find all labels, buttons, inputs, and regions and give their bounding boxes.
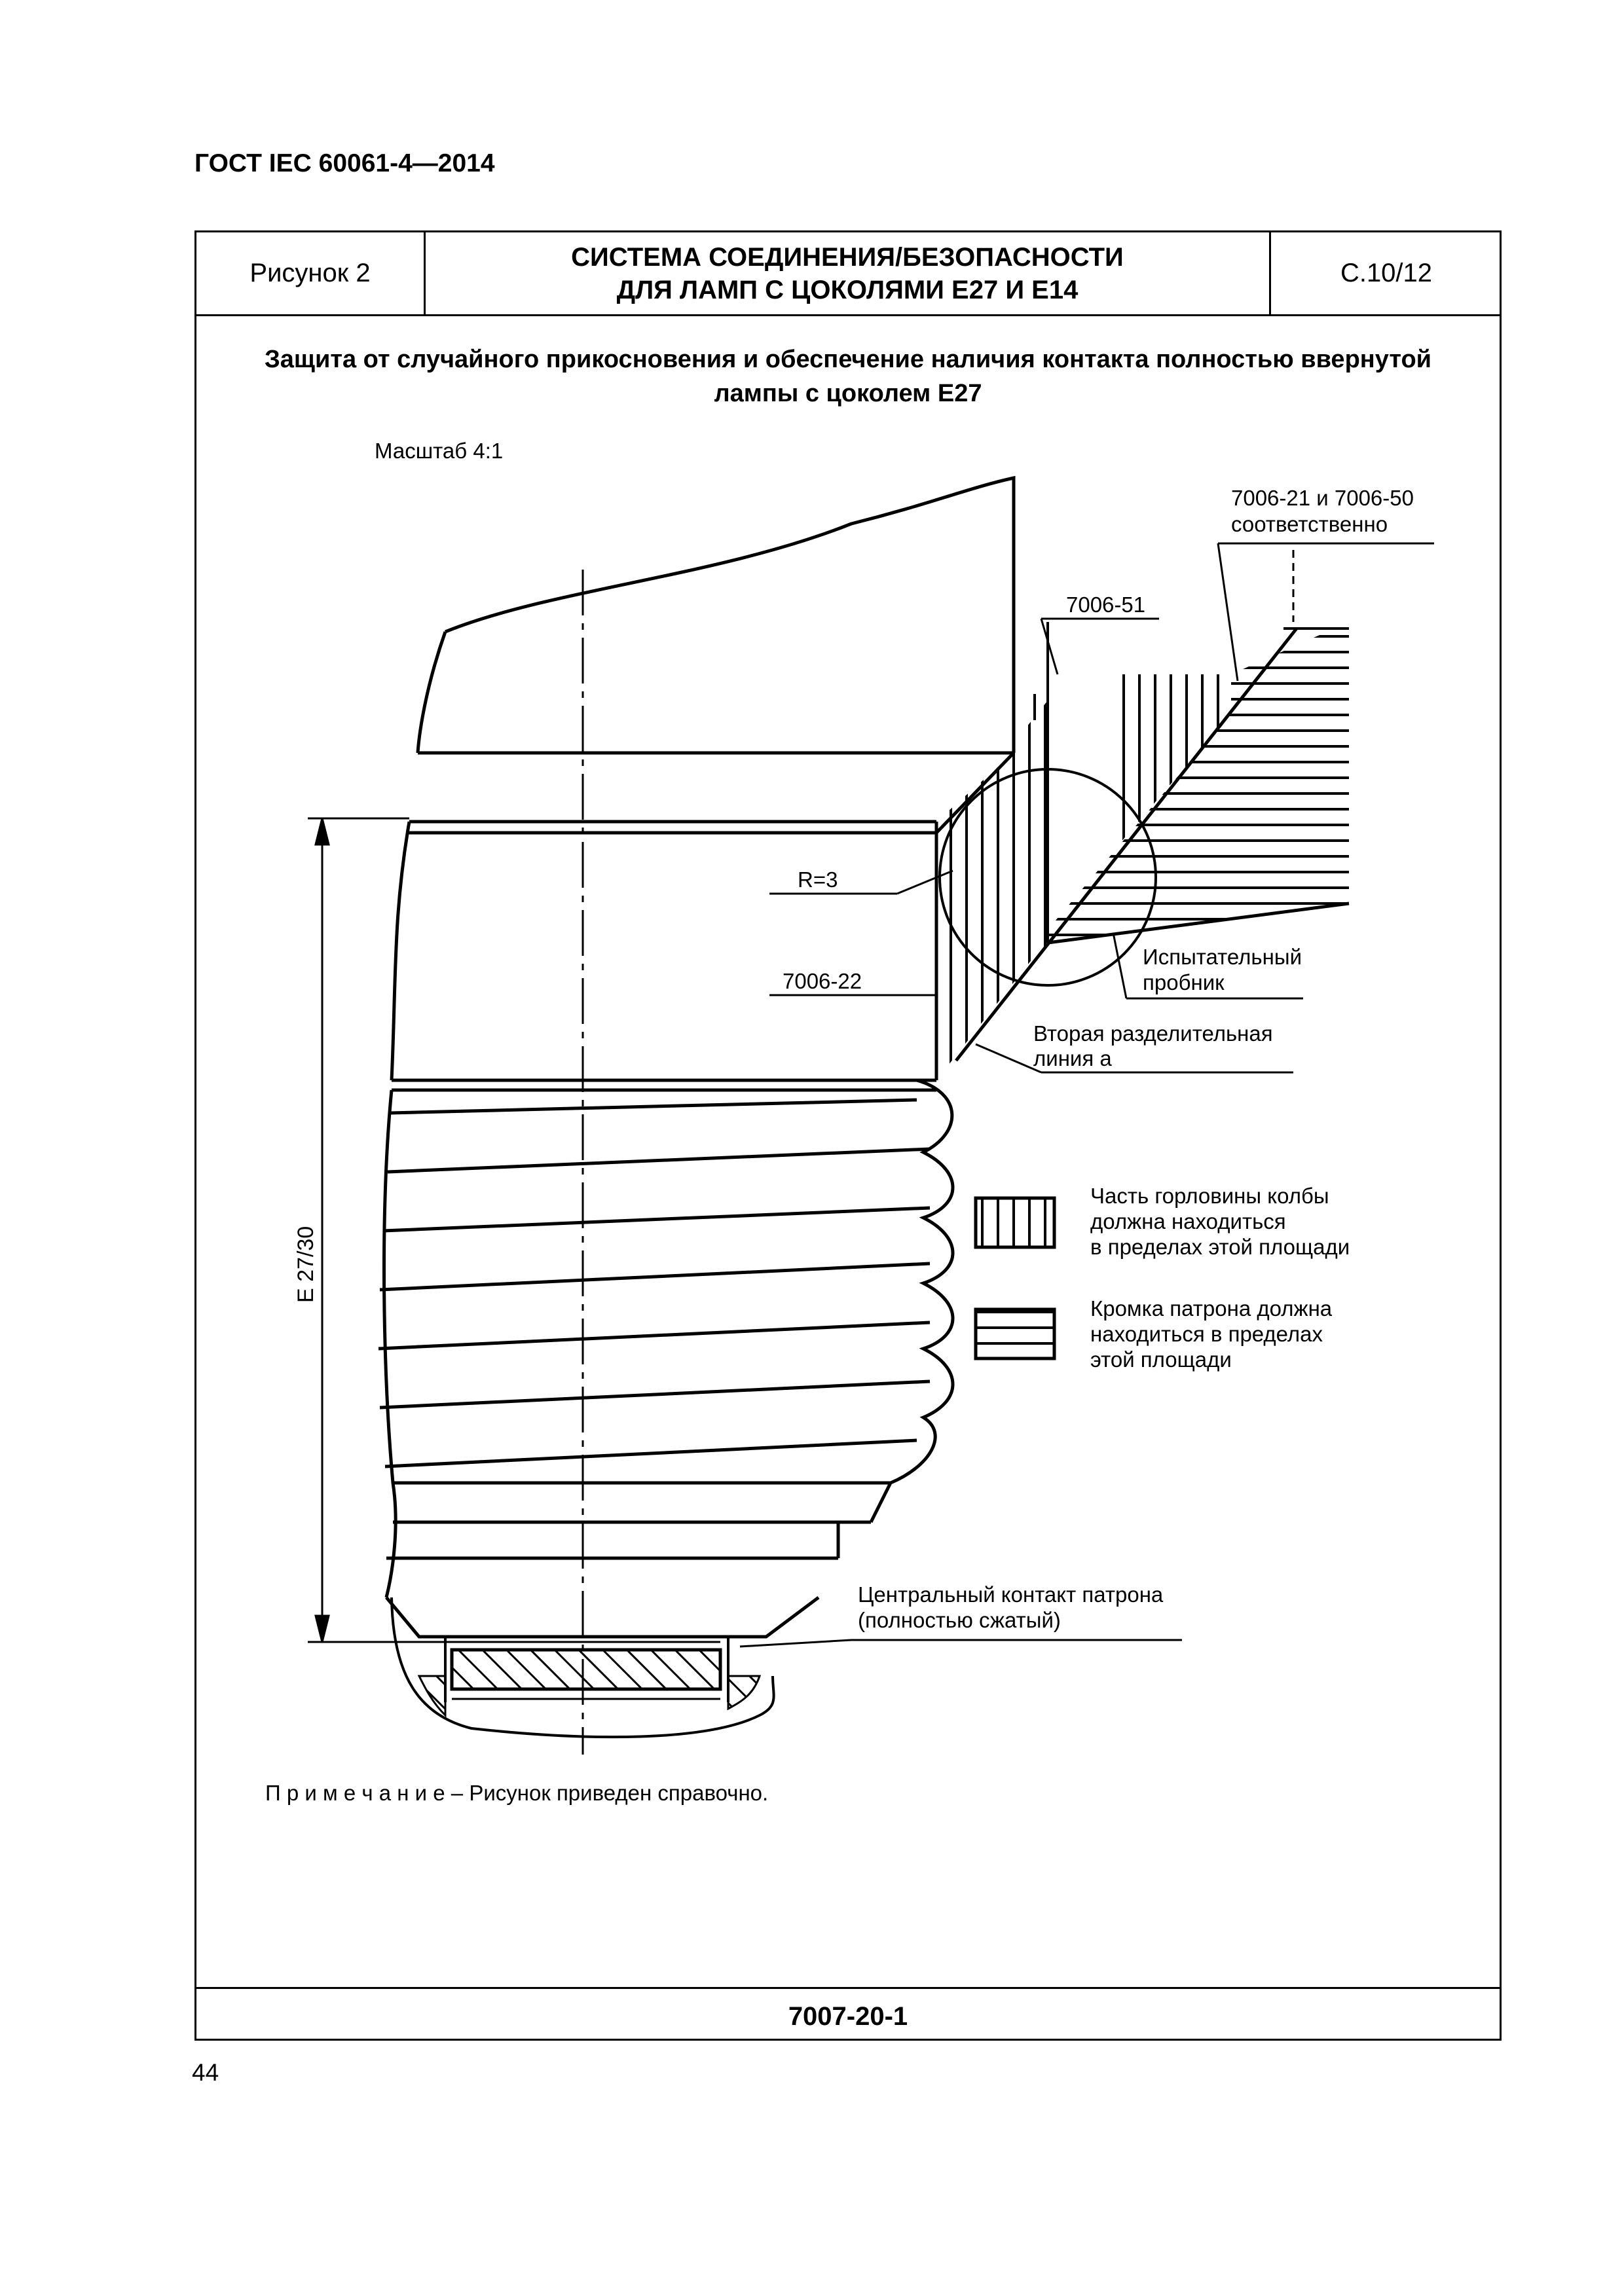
note-text: – Рисунок приведен справочно. bbox=[445, 1781, 769, 1805]
legend-vertical-text: Часть горловины колбы bbox=[1090, 1184, 1329, 1208]
legend-vertical-text: должна находиться bbox=[1090, 1209, 1286, 1233]
radius-arc bbox=[940, 769, 1156, 985]
dimension-label: E 27/30 bbox=[293, 1226, 318, 1303]
callout-central-contact: Центральный контакт патрона bbox=[858, 1582, 1164, 1607]
bulb-neck-zone bbox=[936, 622, 1049, 1080]
leader-lines bbox=[739, 542, 1434, 1648]
note: П р и м е ч а н и е – Рисунок приведен с… bbox=[265, 1781, 768, 1805]
footer-separator bbox=[196, 1987, 1500, 1989]
figure-label: Рисунок 2 bbox=[249, 259, 371, 287]
page-number: 44 bbox=[192, 2059, 219, 2086]
callout-separation-line: Вторая разделительная bbox=[1033, 1021, 1273, 1046]
callout-radius: R=3 bbox=[798, 867, 838, 892]
lamp-outline bbox=[390, 475, 1016, 1092]
callout-separation-line: линия a bbox=[1033, 1046, 1112, 1070]
figure-title-line: СИСТЕМА СОЕДИНЕНИЯ/БЕЗОПАСНОСТИ bbox=[571, 242, 1124, 272]
legend-horizontal-text: находиться в пределах bbox=[1090, 1322, 1323, 1346]
document-header: ГОСТ IEC 60061-4—2014 bbox=[194, 149, 495, 177]
figure-title-line: ДЛЯ ЛАМП С ЦОКОЛЯМИ E27 И E14 bbox=[616, 275, 1079, 304]
legend-horizontal-text: Кромка патрона должна bbox=[1090, 1296, 1333, 1321]
callout-7006-51: 7006-51 bbox=[1066, 592, 1145, 617]
subtitle-line: лампы с цоколем E27 bbox=[714, 380, 982, 407]
title-divider bbox=[424, 232, 426, 314]
title-divider bbox=[1269, 232, 1271, 314]
figure-title: СИСТЕМА СОЕДИНЕНИЯ/БЕЗОПАСНОСТИ ДЛЯ ЛАМП… bbox=[426, 232, 1269, 314]
dimension-e27 bbox=[308, 817, 452, 1643]
note-prefix: П р и м е ч а н и е bbox=[265, 1781, 445, 1805]
legend-swatch-horizontal bbox=[974, 1307, 1056, 1360]
page-reference: С.10/12 bbox=[1340, 259, 1433, 287]
thread-lines bbox=[378, 1078, 955, 1639]
lampholder-edge-zone bbox=[955, 550, 1350, 1062]
subtitle-line: Защита от случайного прикосновения и обе… bbox=[264, 346, 1432, 373]
callout-7006-21: соответственно bbox=[1231, 512, 1388, 536]
scale-label: Масштаб 4:1 bbox=[375, 439, 503, 463]
callout-central-contact: (полностью сжатый) bbox=[858, 1608, 1061, 1632]
callout-7006-21: 7006-21 и 7006-50 bbox=[1231, 486, 1414, 510]
callout-probe: Испытательный bbox=[1143, 945, 1302, 969]
callout-probe: пробник bbox=[1143, 970, 1225, 994]
legend-vertical-text: в пределах этой площади bbox=[1090, 1235, 1350, 1259]
title-separator bbox=[196, 314, 1500, 316]
legend-horizontal-text: этой площади bbox=[1090, 1347, 1232, 1372]
legend-swatch-vertical bbox=[974, 1196, 1056, 1249]
callout-7006-22: 7006-22 bbox=[783, 969, 862, 993]
figure-frame: Рисунок 2 СИСТЕМА СОЕДИНЕНИЯ/БЕЗОПАСНОСТ… bbox=[194, 230, 1502, 2041]
lamp-base-contact bbox=[390, 1597, 775, 1739]
figure-subtitle: Защита от случайного прикосновения и обе… bbox=[210, 342, 1486, 410]
sheet-code: 7007-20-1 bbox=[788, 2001, 908, 2031]
